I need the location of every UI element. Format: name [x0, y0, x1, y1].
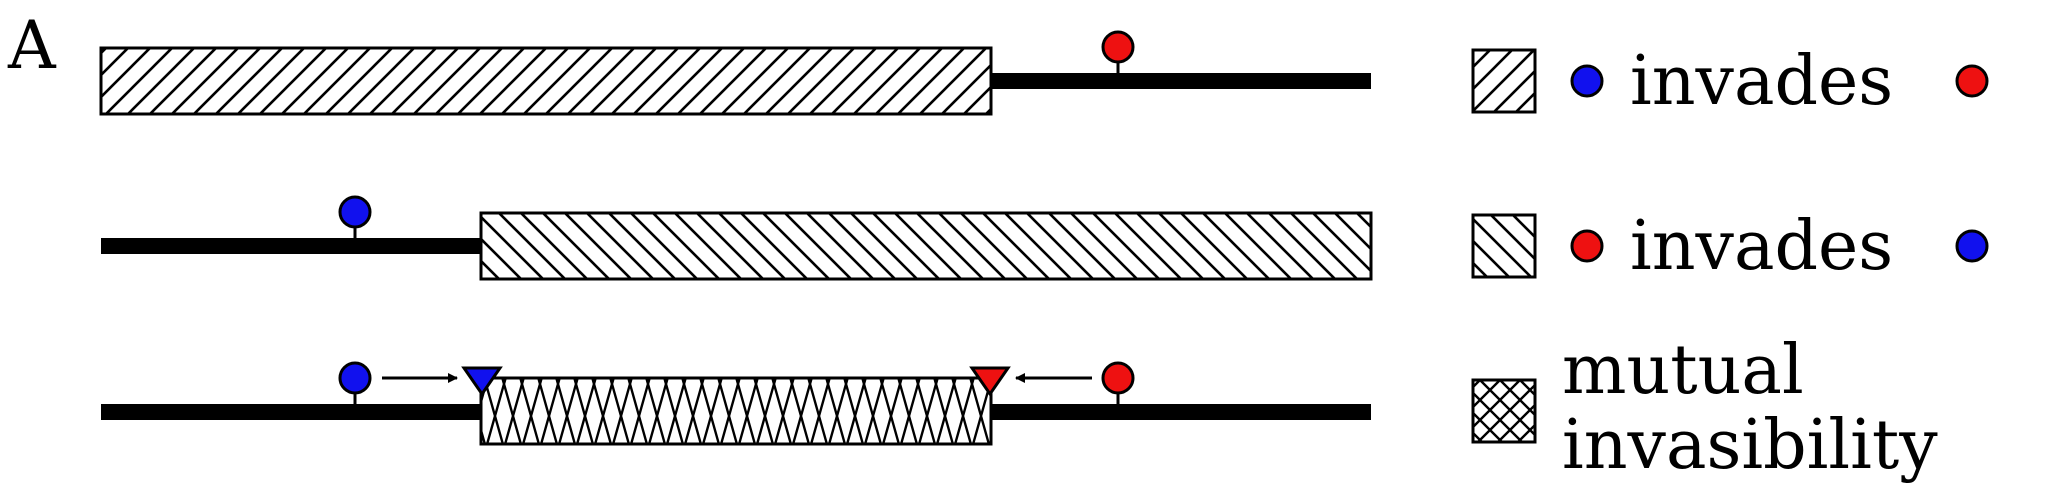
blue-triangle: [461, 366, 503, 397]
legend-swatch-backward-hatch: [1471, 213, 1537, 279]
panel-label: A: [7, 7, 57, 84]
row-3-crosshatch-region: [479, 376, 993, 446]
legend-item-3: mutual invasibility: [1471, 331, 1938, 485]
legend-3-line2: invasibility: [1562, 406, 1938, 485]
legend-2-red-dot: [1570, 229, 1604, 263]
legend-2-blue-dot: [1955, 229, 1989, 263]
legend-item-2: invades: [1471, 207, 1989, 286]
row-1-hatched-region: [99, 46, 993, 116]
red-triangle: [969, 366, 1011, 397]
legend-swatch-crosshatch: [1471, 378, 1537, 444]
legend-1-red-dot: [1955, 64, 1989, 98]
row-1-axis-line: [991, 73, 1371, 89]
row-3-red-circle: [1101, 361, 1135, 395]
row-2: [101, 195, 1373, 281]
row-3-blue-circle: [338, 361, 372, 395]
legend-1-text: invades: [1630, 42, 1893, 121]
row-3: [101, 361, 1371, 446]
legend-2-text: invades: [1630, 207, 1893, 286]
legend-item-1: invades: [1471, 42, 1989, 121]
row-1-red-circle: [1101, 30, 1135, 64]
row-3-left-axis-line: [101, 404, 481, 420]
row-2-axis-line: [101, 238, 481, 254]
legend: invades invades mutual invasibility: [1471, 42, 1989, 485]
row-3-right-axis-line: [991, 404, 1371, 420]
row-2-hatched-region: [479, 211, 1373, 281]
row-1: [99, 30, 1371, 116]
legend-3-line1: mutual: [1562, 331, 1804, 410]
legend-1-blue-dot: [1570, 64, 1604, 98]
legend-swatch-forward-hatch: [1471, 48, 1537, 114]
row-2-blue-circle: [338, 195, 372, 229]
